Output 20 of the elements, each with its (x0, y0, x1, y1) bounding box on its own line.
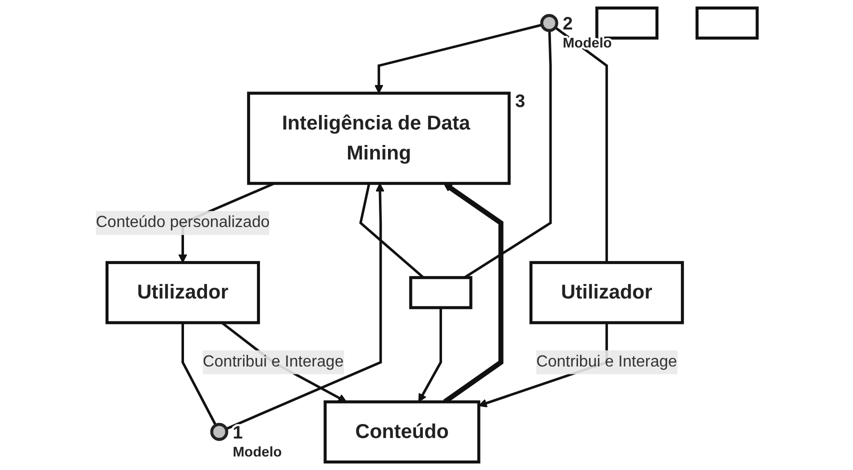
node-box: Utilizador (529, 261, 684, 324)
node-box (696, 6, 759, 40)
edge-label: Conteúdo personalizado (96, 214, 270, 231)
node-ellipse (210, 422, 228, 441)
node-box: Conteúdo (324, 400, 480, 464)
callout-number: 1 (232, 422, 243, 442)
node-caption: Modelo (232, 443, 282, 460)
arrow (226, 183, 384, 430)
arrow (374, 24, 542, 94)
connector (182, 322, 217, 426)
connector (554, 26, 608, 263)
node-box: Inteligência de Data Mining (247, 92, 511, 185)
node-ellipse (540, 14, 558, 32)
edge-label: Contribui e Interage (202, 353, 344, 370)
callout-number: 3 (515, 91, 526, 112)
node-box (409, 276, 472, 310)
node-box: Utilizador (106, 261, 260, 324)
edge-label: Contribui e Interage (536, 353, 678, 370)
arrow (418, 308, 442, 402)
callout-number: 2 (562, 14, 573, 34)
